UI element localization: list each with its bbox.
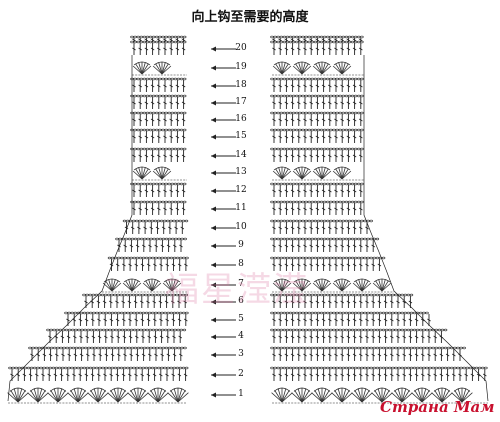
right-stitch-row-10 xyxy=(270,219,373,234)
left-shell-row-1 xyxy=(7,387,189,404)
row-label: 15 xyxy=(235,131,247,141)
arrow-head-icon xyxy=(211,170,216,176)
arrow-head-icon xyxy=(211,334,216,340)
left-stitch-row-15 xyxy=(130,128,187,143)
right-top-chain xyxy=(270,35,364,42)
row-label: 5 xyxy=(238,314,244,324)
right-stitch-row-16 xyxy=(270,111,364,126)
right-stitch-row-15 xyxy=(270,128,364,143)
row-label: 6 xyxy=(238,296,244,306)
right-stitch-row-9 xyxy=(270,237,380,252)
arrow-head-icon xyxy=(211,65,216,71)
chart-title: 向上钩至需要的高度 xyxy=(191,10,309,25)
left-stitch-row-14 xyxy=(130,147,187,162)
right-stitch-row-11 xyxy=(270,200,364,215)
left-stitch-row-18 xyxy=(130,77,187,92)
right-stitch-row-14 xyxy=(270,147,364,162)
right-stitch-row-17 xyxy=(270,94,364,109)
left-stitch-row-17 xyxy=(130,94,187,109)
brand-logo: Страна Мам xyxy=(380,398,495,416)
right-stitch-row-2 xyxy=(270,366,488,381)
left-stitch-row-9 xyxy=(115,237,187,252)
row-label: 14 xyxy=(235,150,247,160)
right-outer-edge xyxy=(363,55,489,402)
left-stitch-row-4 xyxy=(46,328,187,343)
right-stitch-row-3 xyxy=(270,346,466,361)
arrow-head-icon xyxy=(211,262,216,268)
right-shell-row-1 xyxy=(271,387,488,404)
left-stitch-row-3 xyxy=(28,346,187,361)
right-shell-row-19 xyxy=(272,61,364,76)
right-stitch-row-4 xyxy=(270,328,448,343)
left-stitch-row-2 xyxy=(8,366,189,381)
row-label: 8 xyxy=(238,259,244,269)
right-shell-row-7 xyxy=(272,278,394,293)
row-label: 18 xyxy=(235,80,247,90)
left-stitch-row-8 xyxy=(107,256,189,271)
arrow-head-icon xyxy=(211,243,216,249)
watermark: 福星滢滢 xyxy=(165,270,309,310)
left-stitch-row-5 xyxy=(64,311,189,326)
right-stitch-row-12 xyxy=(270,182,364,197)
arrow-head-icon xyxy=(211,317,216,323)
row-label: 4 xyxy=(238,331,244,341)
right-stitch-row-20 xyxy=(270,40,364,55)
row-label: 16 xyxy=(235,114,247,124)
left-shell-row-7 xyxy=(102,278,187,293)
brand-word-1: Страна xyxy=(380,398,449,416)
arrow-head-icon xyxy=(211,225,216,231)
left-stitch-row-16 xyxy=(130,111,187,126)
arrow-head-icon xyxy=(211,392,216,398)
arrow-head-icon xyxy=(211,188,216,194)
arrow-head-icon xyxy=(211,83,216,89)
left-shell-row-13 xyxy=(132,166,187,181)
left-shell-row-19 xyxy=(132,61,187,76)
brand-word-2: Мам xyxy=(453,398,495,416)
row-label: 12 xyxy=(235,185,247,195)
arrow-head-icon xyxy=(211,206,216,212)
row-label: 3 xyxy=(238,349,244,359)
left-stitch-row-10 xyxy=(122,219,189,234)
row-label: 13 xyxy=(235,167,247,177)
right-stitch-row-18 xyxy=(270,77,364,92)
arrow-head-icon xyxy=(211,282,216,288)
arrow-head-icon xyxy=(211,46,216,52)
row-label: 1 xyxy=(238,389,244,399)
left-stitch-row-6 xyxy=(82,293,189,308)
arrow-head-icon xyxy=(211,352,216,358)
right-stitch-row-5 xyxy=(270,311,431,326)
row-label: 17 xyxy=(235,97,247,107)
left-stitch-row-11 xyxy=(130,200,187,215)
row-label: 10 xyxy=(235,222,247,232)
row-label: 11 xyxy=(235,203,247,213)
left-stitch-row-20 xyxy=(130,40,187,55)
right-stitch-row-8 xyxy=(270,256,386,271)
row-label: 20 xyxy=(235,43,247,53)
arrow-head-icon xyxy=(211,117,216,123)
arrow-head-icon xyxy=(211,100,216,106)
row-label: 7 xyxy=(238,279,244,289)
row-label: 19 xyxy=(235,62,247,72)
arrow-head-icon xyxy=(211,372,216,378)
row-label: 9 xyxy=(238,240,244,250)
left-top-chain xyxy=(130,35,187,42)
arrow-head-icon xyxy=(211,153,216,159)
left-stitch-row-12 xyxy=(130,182,187,197)
arrow-head-icon xyxy=(211,299,216,305)
right-shell-row-13 xyxy=(272,166,364,181)
row-label: 2 xyxy=(238,369,244,379)
left-outer-edge xyxy=(7,55,133,402)
arrow-head-icon xyxy=(211,134,216,140)
